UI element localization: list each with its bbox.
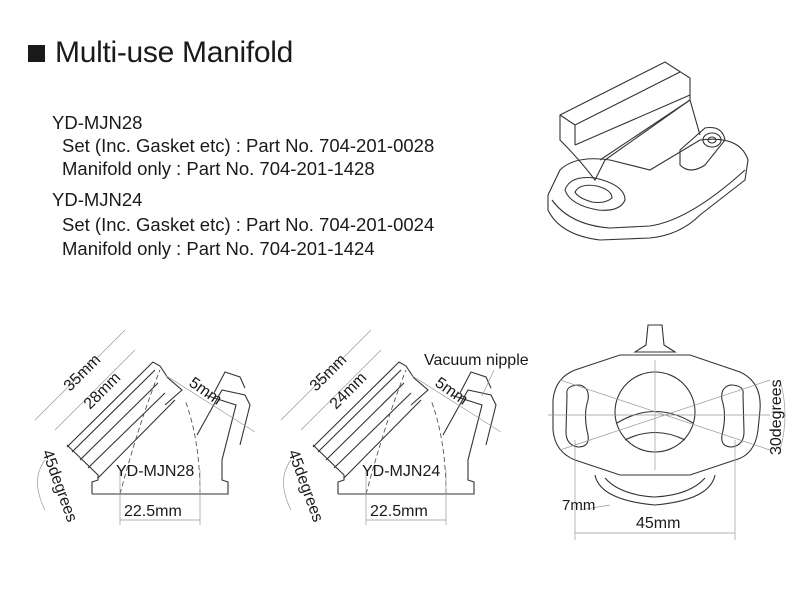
dim-angle: 30degrees	[768, 379, 785, 455]
manifold-part-number: Manifold only : Part No. 704-201-1428	[62, 158, 375, 179]
model-label: YD-MJN24	[362, 463, 440, 480]
model-name: YD-MJN28	[52, 112, 143, 133]
dim-angle: 45degrees	[284, 448, 326, 525]
set-part-number: Set (Inc. Gasket etc) : Part No. 704-201…	[62, 135, 435, 156]
dim-nipple: 5mm	[432, 374, 471, 408]
manifold-illustration	[547, 61, 749, 241]
set-part-number: Set (Inc. Gasket etc) : Part No. 704-201…	[62, 214, 435, 235]
bottom-view: 30degrees 7mm 45mm	[548, 324, 786, 540]
model-name: YD-MJN24	[52, 189, 143, 210]
page-title: Multi-use Manifold	[55, 36, 294, 69]
dim-base: 22.5mm	[124, 503, 182, 520]
dim-base: 22.5mm	[370, 503, 428, 520]
dim-nipple: 5mm	[186, 374, 225, 408]
dim-angle: 45degrees	[38, 448, 80, 525]
side-view-mjn24: 35mm 24mm 5mm 45degrees YD-MJN24 22.5mm …	[280, 329, 529, 525]
dim-slot: 7mm	[562, 497, 595, 514]
model-label: YD-MJN28	[116, 463, 194, 480]
side-view-mjn28: 35mm 28mm 5mm 45degrees YD-MJN28 22.5mm	[34, 329, 256, 525]
vacuum-nipple-callout: Vacuum nipple	[424, 352, 529, 369]
manifold-part-number: Manifold only : Part No. 704-201-1424	[62, 238, 375, 259]
title-bullet-icon	[28, 45, 45, 62]
dim-width: 45mm	[636, 515, 680, 532]
